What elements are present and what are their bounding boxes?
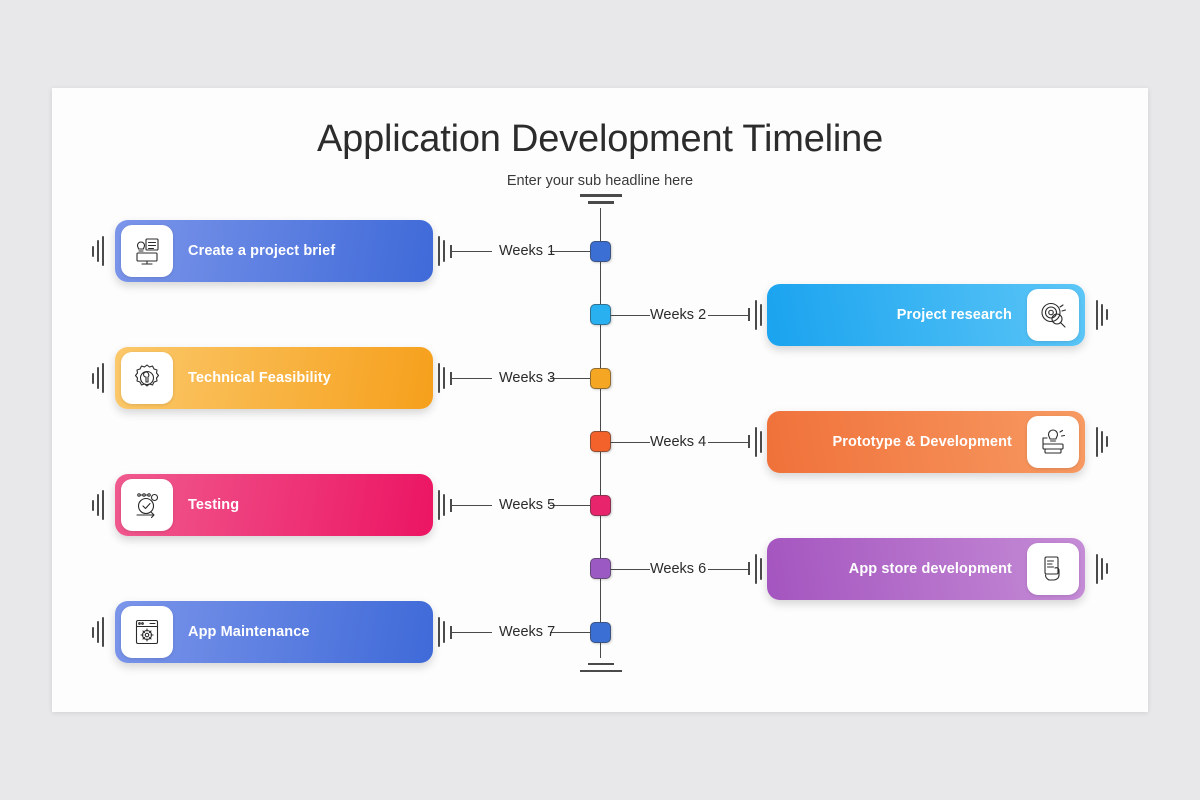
connector-end-cap [748, 308, 750, 321]
card-inner-ticks [755, 553, 762, 584]
connector-segment-inner [610, 568, 650, 570]
timeline-node-week-3[interactable] [589, 367, 611, 389]
spine-bottom-cap-short [587, 662, 614, 665]
week-label-4: Weeks 4 [650, 433, 707, 450]
timeline-node-week-4[interactable] [589, 431, 611, 452]
spine-top-cap-short [587, 201, 614, 204]
card-outer-ticks [92, 363, 104, 393]
week-label-3: Weeks 3 [499, 370, 556, 386]
timeline-card-week-7[interactable]: App Maintenance [115, 601, 433, 663]
app-settings-icon [121, 606, 173, 658]
timeline-card-week-4[interactable]: Prototype & Development [767, 410, 1085, 473]
spine-bottom-cap-long [579, 669, 622, 672]
timeline-card-label: Create a project brief [188, 243, 336, 259]
connector-segment-inner [550, 251, 590, 253]
card-inner-ticks [438, 236, 445, 266]
connector-segment-inner [610, 441, 650, 443]
connector-segment-outer [450, 378, 492, 380]
timeline-node-week-6[interactable] [589, 558, 611, 579]
connector-segment-inner [550, 632, 590, 634]
timeline-card-label: Prototype & Development [832, 433, 1012, 450]
test-cycle-icon [121, 479, 173, 531]
timeline-card-week-6[interactable]: App store development [767, 537, 1085, 600]
timeline-node-week-2[interactable] [589, 304, 611, 325]
timeline-card-label: App Maintenance [188, 624, 310, 640]
timeline-card-label: Technical Feasibility [188, 370, 331, 386]
card-inner-ticks [438, 617, 445, 647]
timeline-card-week-2[interactable]: Project research [767, 283, 1085, 346]
page-title: Application Development Timeline [316, 118, 883, 160]
timeline-node-week-7[interactable] [589, 621, 611, 643]
page-subtitle: Enter your sub headline here [506, 173, 694, 189]
target-search-icon [1027, 288, 1079, 341]
connector-segment-outer [708, 568, 750, 570]
connector-end-cap [450, 244, 452, 258]
card-inner-ticks [438, 363, 445, 393]
timeline-card-week-5[interactable]: Testing [115, 474, 433, 536]
connector-end-cap [450, 371, 452, 385]
connector-end-cap [450, 498, 452, 512]
card-outer-ticks [92, 617, 104, 647]
connector-segment-outer [708, 441, 750, 443]
connector-end-cap [748, 435, 750, 448]
connector-segment-outer [450, 505, 492, 507]
week-label-1: Weeks 1 [499, 243, 556, 259]
slide-canvas: Application Development Timeline Enter y… [52, 88, 1148, 712]
timeline-card-week-1[interactable]: Create a project brief [115, 220, 433, 282]
connector-end-cap [748, 562, 750, 575]
timeline-card-label: Project research [896, 306, 1012, 323]
hand-phone-icon [1027, 542, 1079, 595]
connector-segment-inner [550, 378, 590, 380]
card-outer-ticks [1096, 299, 1108, 330]
spine-top-cap-long [579, 194, 622, 197]
card-inner-ticks [755, 299, 762, 330]
project-brief-icon [121, 225, 173, 277]
prototype-idea-icon [1027, 415, 1079, 468]
connector-segment-outer [708, 314, 750, 316]
card-inner-ticks [755, 426, 762, 457]
timeline-node-week-1[interactable] [589, 240, 611, 262]
timeline-card-label: App store development [848, 560, 1012, 577]
card-inner-ticks [438, 490, 445, 520]
timeline-node-week-5[interactable] [589, 494, 611, 516]
card-outer-ticks [92, 490, 104, 520]
gear-wrench-icon [121, 352, 173, 404]
connector-segment-inner [610, 314, 650, 316]
week-label-7: Weeks 7 [499, 624, 556, 640]
card-outer-ticks [92, 236, 104, 266]
connector-end-cap [450, 625, 452, 639]
timeline-card-week-3[interactable]: Technical Feasibility [115, 347, 433, 409]
timeline-card-label: Testing [188, 497, 240, 513]
connector-segment-outer [450, 632, 492, 634]
week-label-5: Weeks 5 [499, 497, 556, 513]
card-outer-ticks [1096, 426, 1108, 457]
connector-segment-inner [550, 505, 590, 507]
connector-segment-outer [450, 251, 492, 253]
week-label-6: Weeks 6 [650, 560, 707, 577]
week-label-2: Weeks 2 [650, 306, 707, 323]
card-outer-ticks [1096, 553, 1108, 584]
